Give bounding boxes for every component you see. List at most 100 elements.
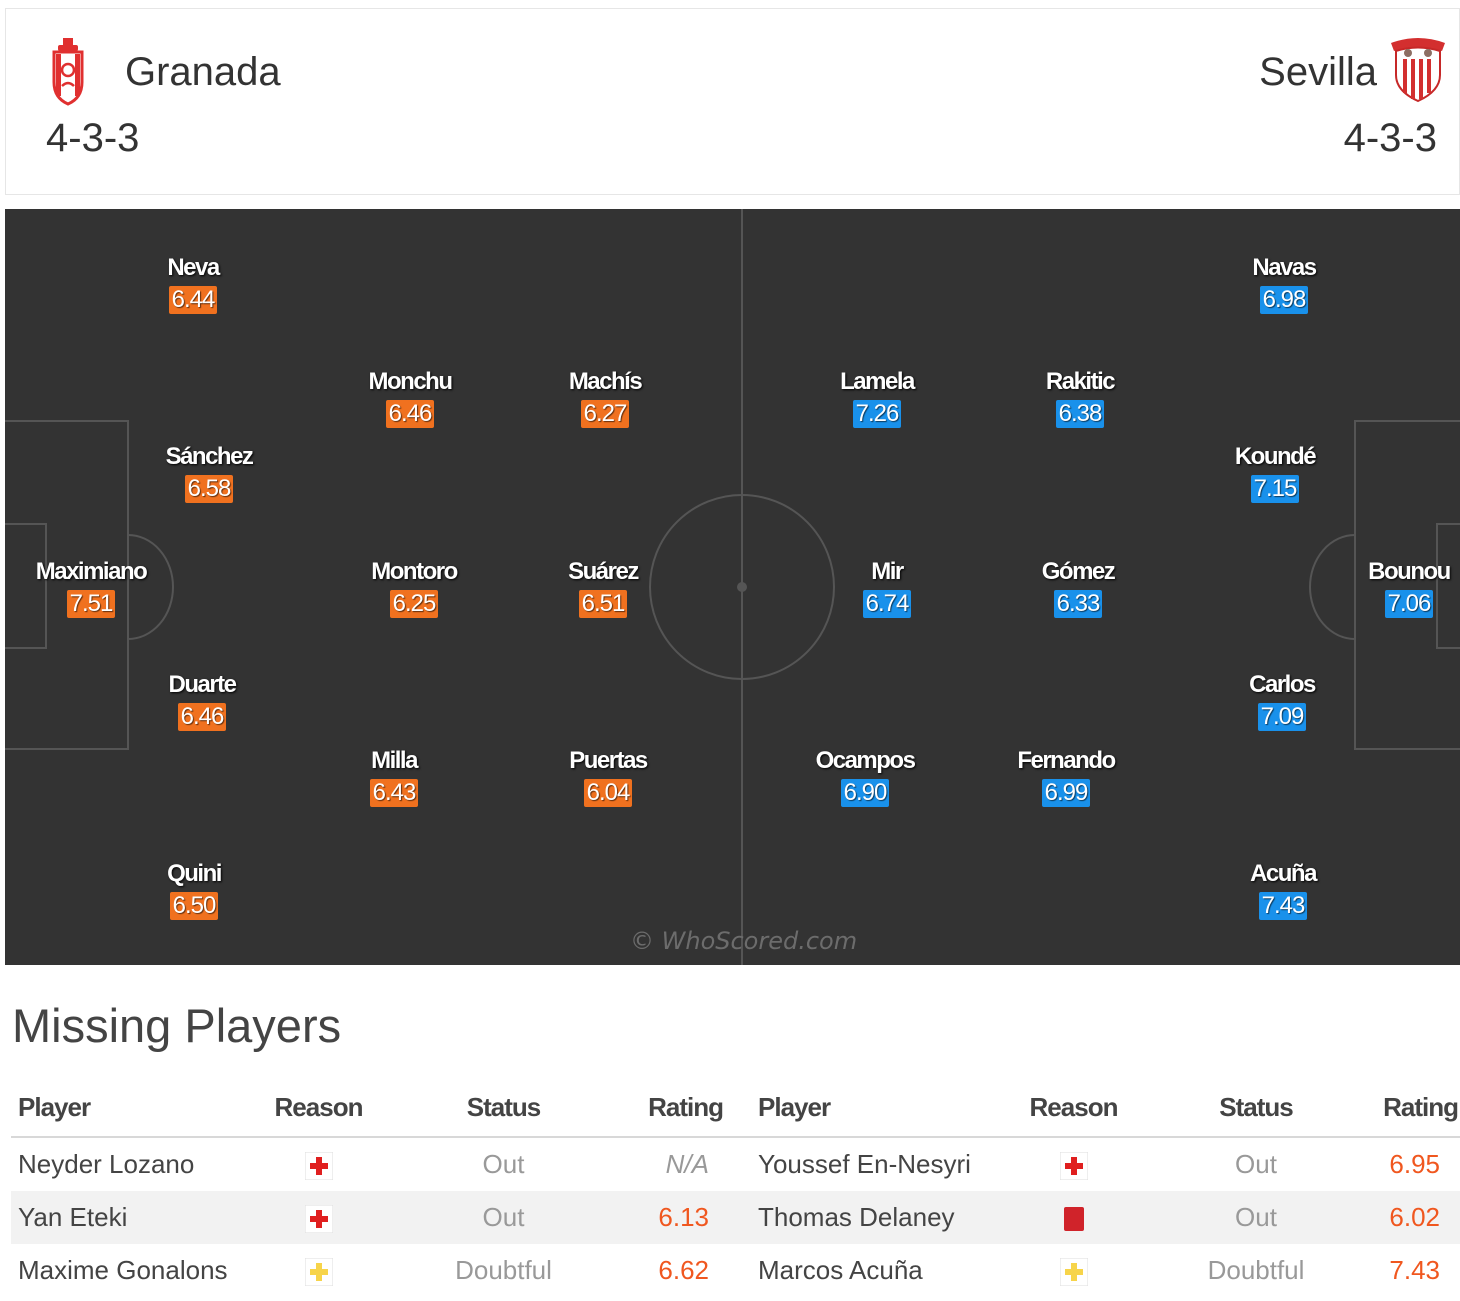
home-formation: 4-3-3: [46, 116, 140, 160]
player-away-def[interactable]: Acuña 7.43: [1213, 860, 1353, 920]
player-rating: 6.38: [1055, 400, 1105, 428]
match-header: Granada 4-3-3 Sevilla 4-3-3: [5, 8, 1460, 195]
player-home-def[interactable]: Neva 6.44: [123, 254, 263, 314]
player-home-fwd[interactable]: Puertas 6.04: [538, 747, 678, 807]
doubtful-injury-icon: [304, 1258, 333, 1287]
player-rating: 7.15: [1250, 475, 1300, 503]
missing-status: Doubtful: [455, 1255, 552, 1285]
missing-player-name[interactable]: Youssef En-Nesyri: [758, 1149, 971, 1179]
table-row: Yan Eteki Out 6.13 Thomas Delaney Out 6.…: [11, 1191, 1460, 1244]
player-name: Mir: [871, 558, 904, 585]
player-rating: 7.06: [1384, 590, 1434, 618]
granada-crest-icon[interactable]: [50, 36, 86, 106]
missing-status: Out: [1235, 1149, 1277, 1179]
missing-player-name[interactable]: Yan Eteki: [11, 1191, 231, 1244]
injury-icon: [1059, 1152, 1088, 1181]
player-name: Duarte: [168, 671, 237, 698]
player-name: Bounou: [1368, 558, 1451, 585]
col-header-reason[interactable]: Reason: [231, 1078, 406, 1138]
away-team-name[interactable]: Sevilla: [1259, 50, 1377, 94]
player-away-fwd[interactable]: Lamela 7.26: [807, 368, 947, 428]
player-home-mid[interactable]: Montoro 6.25: [344, 558, 484, 618]
missing-rating: 6.13: [601, 1191, 751, 1244]
player-home-mid[interactable]: Milla 6.43: [324, 747, 464, 807]
player-away-mid[interactable]: Rakitic 6.38: [1010, 368, 1150, 428]
injury-icon: [304, 1205, 333, 1234]
table-row: Neyder Lozano Out N/A Youssef En-Nesyri …: [11, 1137, 1460, 1191]
player-rating: 6.04: [583, 779, 633, 807]
player-rating: 6.27: [580, 400, 630, 428]
player-home-fwd[interactable]: Suárez 6.51: [533, 558, 673, 618]
player-name: Montoro: [371, 558, 458, 585]
player-name: Puertas: [569, 747, 648, 774]
player-name: Ocampos: [815, 747, 916, 774]
col-header-player[interactable]: Player: [11, 1078, 231, 1138]
player-rating: 6.46: [385, 400, 435, 428]
player-name: Gómez: [1041, 558, 1116, 585]
player-name: Maximiano: [35, 558, 148, 585]
missing-status: Doubtful: [1207, 1255, 1305, 1285]
missing-player-name[interactable]: Marcos Acuña: [758, 1255, 923, 1285]
table-row: Maxime Gonalons Doubtful 6.62 Marcos Acu…: [11, 1244, 1460, 1297]
player-name: Carlos: [1249, 671, 1316, 698]
player-away-fwd[interactable]: Mir 6.74: [817, 558, 957, 618]
pitch: Maximiano 7.51 Neva 6.44 Sánchez 6.58 Du…: [5, 209, 1460, 965]
player-rating: 6.98: [1259, 286, 1309, 314]
player-away-def[interactable]: Navas 6.98: [1214, 254, 1354, 314]
player-rating: 6.51: [578, 590, 628, 618]
player-name: Lamela: [840, 368, 915, 395]
missing-status: Out: [406, 1191, 601, 1244]
player-name: Sánchez: [165, 443, 254, 470]
away-formation: 4-3-3: [1343, 116, 1437, 160]
player-away-mid[interactable]: Gómez 6.33: [1008, 558, 1148, 618]
player-away-def[interactable]: Carlos 7.09: [1212, 671, 1352, 731]
player-name: Milla: [371, 747, 418, 774]
player-rating: 6.74: [862, 590, 912, 618]
col-header-rating[interactable]: Rating: [1356, 1078, 1460, 1138]
player-rating: 6.43: [369, 779, 419, 807]
table-header-row: Player Reason Status Rating Player Reaso…: [11, 1078, 1460, 1138]
missing-player-name[interactable]: Thomas Delaney: [751, 1191, 991, 1244]
player-rating: 6.44: [168, 286, 218, 314]
player-name: Navas: [1252, 254, 1317, 281]
missing-rating: N/A: [665, 1149, 709, 1179]
col-header-player[interactable]: Player: [751, 1078, 991, 1138]
player-name: Rakitic: [1045, 368, 1116, 395]
player-rating: 6.58: [184, 475, 234, 503]
player-home-gk[interactable]: Maximiano 7.51: [21, 558, 161, 618]
col-header-status[interactable]: Status: [406, 1078, 601, 1138]
col-header-reason[interactable]: Reason: [991, 1078, 1156, 1138]
player-rating: 6.46: [177, 703, 227, 731]
missing-player-name[interactable]: Neyder Lozano: [18, 1149, 195, 1179]
player-name: Quini: [167, 860, 222, 887]
player-name: Koundé: [1234, 443, 1317, 470]
player-home-def[interactable]: Sánchez 6.58: [139, 443, 279, 503]
missing-rating: 6.62: [658, 1255, 709, 1285]
injury-icon: [304, 1152, 333, 1181]
missing-rating: 6.02: [1356, 1191, 1460, 1244]
player-away-def[interactable]: Koundé 7.15: [1205, 443, 1345, 503]
player-home-def[interactable]: Quini 6.50: [124, 860, 264, 920]
missing-player-name[interactable]: Maxime Gonalons: [18, 1255, 228, 1285]
player-name: Machís: [568, 368, 643, 395]
col-header-rating[interactable]: Rating: [601, 1078, 751, 1138]
player-home-mid[interactable]: Monchu 6.46: [340, 368, 480, 428]
player-rating: 6.33: [1053, 590, 1103, 618]
home-team-name[interactable]: Granada: [125, 50, 281, 94]
player-name: Neva: [167, 254, 220, 281]
doubtful-injury-icon: [1059, 1258, 1088, 1287]
missing-status: Out: [1156, 1191, 1356, 1244]
player-rating: 7.09: [1257, 703, 1307, 731]
player-rating: 7.51: [66, 590, 116, 618]
player-rating: 7.26: [852, 400, 902, 428]
pitch-markings: [5, 209, 1460, 965]
col-header-status[interactable]: Status: [1156, 1078, 1356, 1138]
red-card-icon: [1063, 1207, 1084, 1232]
player-away-gk[interactable]: Bounou 7.06: [1339, 558, 1460, 618]
player-home-fwd[interactable]: Machís 6.27: [535, 368, 675, 428]
player-away-mid[interactable]: Fernando 6.99: [996, 747, 1136, 807]
player-away-fwd[interactable]: Ocampos 6.90: [795, 747, 935, 807]
missing-status: Out: [482, 1149, 525, 1179]
player-home-def[interactable]: Duarte 6.46: [132, 671, 272, 731]
sevilla-crest-icon[interactable]: [1388, 35, 1448, 103]
